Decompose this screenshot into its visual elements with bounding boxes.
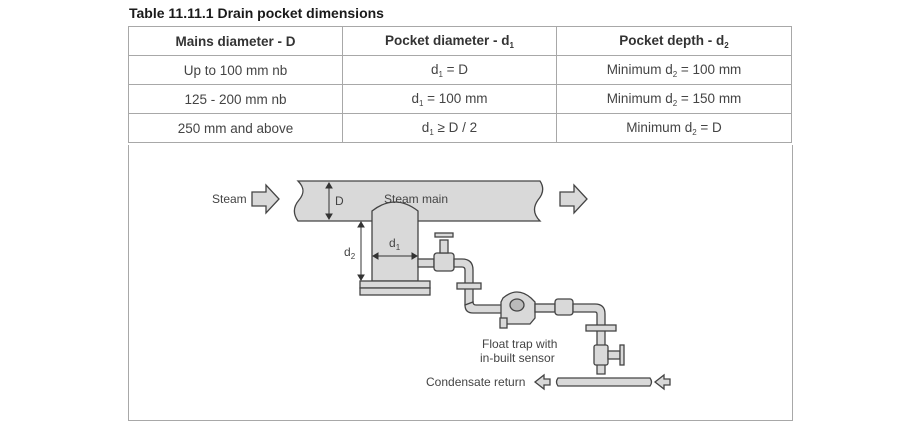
table-row: 250 mm and above d1 ≥ D / 2 Minimum d2 =… (128, 113, 792, 143)
table-title: Table 11.11.1 Drain pocket dimensions (129, 5, 384, 21)
cell-pocket-depth: Minimum d2 = 150 mm (556, 84, 792, 114)
label-d1: d1 (389, 236, 401, 252)
cell-mains: 250 mm and above (128, 113, 343, 143)
pipe-flange-1 (456, 282, 482, 290)
pipe-elbow-2 (464, 301, 504, 314)
trap-outlet-pipe (534, 303, 556, 313)
pipe-elbow-1 (453, 258, 474, 306)
steam-main-pipe (293, 180, 544, 222)
label-trap-line1: Float trap with (482, 337, 557, 351)
label-D: D (335, 194, 344, 208)
isolation-valve-2-stem (607, 350, 621, 360)
drain-pocket-table: Mains diameter - D Pocket diameter - d1 … (128, 26, 792, 143)
cell-mains: Up to 100 mm nb (128, 55, 343, 85)
table-row: Up to 100 mm nb d1 = D Minimum d2 = 100 … (128, 55, 792, 85)
check-valve-icon (554, 298, 574, 316)
isolation-valve-2-handwheel-icon (619, 344, 625, 366)
pocket-outlet-pipe (417, 258, 435, 268)
header-mains-diameter: Mains diameter - D (128, 26, 343, 56)
pocket-flange-bottom (359, 287, 431, 296)
float-trap-cover (509, 298, 525, 312)
condensate-out-arrow-icon (533, 373, 551, 391)
table-header-row: Mains diameter - D Pocket diameter - d1 … (128, 26, 792, 56)
pipe-flange-2 (585, 324, 617, 332)
cell-mains: 125 - 200 mm nb (128, 84, 343, 114)
label-condensate-return: Condensate return (426, 375, 525, 389)
float-trap-sensor (499, 317, 508, 329)
steam-inlet-arrow-icon (251, 183, 280, 215)
cell-pocket-depth: Minimum d2 = D (556, 113, 792, 143)
cell-pocket-depth: Minimum d2 = 100 mm (556, 55, 792, 85)
cell-pocket-diameter: d1 = D (342, 55, 557, 85)
steam-outlet-arrow-icon (559, 183, 588, 215)
label-steam-main: Steam main (384, 192, 448, 206)
isolation-valve-body (433, 252, 455, 272)
header-pocket-diameter: Pocket diameter - d1 (342, 26, 557, 56)
table-row: 125 - 200 mm nb d1 = 100 mm Minimum d2 =… (128, 84, 792, 114)
condensate-return-pipe (555, 377, 653, 387)
label-steam: Steam (212, 192, 247, 206)
condensate-in-arrow-icon (653, 373, 671, 391)
drain-pocket (371, 201, 419, 282)
diagram-panel (128, 145, 793, 421)
isolation-valve-2-body (593, 344, 609, 366)
pocket-flange (359, 280, 431, 289)
isolation-valve-handwheel-icon (434, 232, 454, 238)
label-d2: d2 (344, 245, 356, 261)
isolation-valve-stem (439, 239, 449, 254)
label-trap-line2: in-built sensor (480, 351, 555, 365)
cell-pocket-diameter: d1 ≥ D / 2 (342, 113, 557, 143)
